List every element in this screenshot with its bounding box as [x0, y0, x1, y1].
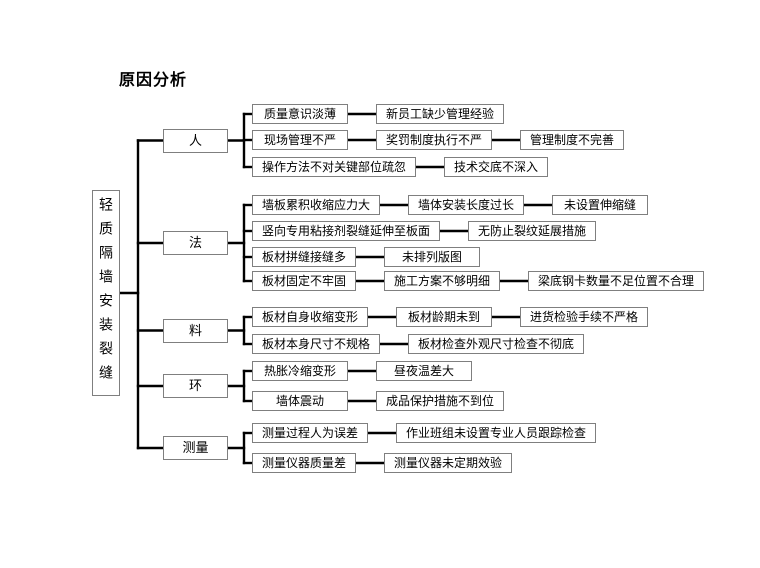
cause-node: 板材拼缝接缝多	[252, 247, 357, 267]
root-node-label: 轻质隔墙安装裂缝	[98, 197, 114, 389]
cause-node: 板材本身尺寸不规格	[252, 334, 381, 354]
cause-node: 墙体安装长度过长	[408, 195, 525, 215]
cause-node: 板材龄期未到	[396, 307, 492, 327]
category-node-person: 人	[163, 128, 228, 153]
category-node-measurement: 测量	[163, 436, 228, 460]
cause-node: 墙板累积收缩应力大	[252, 195, 381, 215]
cause-node: 热胀冷缩变形	[252, 361, 348, 381]
cause-node: 现场管理不严	[252, 130, 348, 150]
cause-node: 无防止裂纹延展措施	[468, 221, 597, 241]
cause-node: 昼夜温差大	[376, 361, 472, 381]
cause-node: 板材固定不牢固	[252, 271, 357, 291]
cause-node: 竖向专用粘接剂裂缝延伸至板面	[252, 221, 441, 241]
cause-node: 施工方案不够明细	[384, 271, 501, 291]
cause-node: 梁底钢卡数量不足位置不合理	[528, 271, 705, 291]
category-node-method: 法	[163, 231, 228, 255]
cause-node: 进货检验手续不严格	[520, 307, 649, 327]
cause-node: 新员工缺少管理经验	[376, 104, 505, 124]
diagram-title: 原因分析	[119, 72, 188, 89]
cause-node: 成品保护措施不到位	[376, 391, 505, 411]
cause-node: 未设置伸缩缝	[552, 195, 648, 215]
root-node: 轻质隔墙安装裂缝	[92, 190, 120, 396]
cause-node: 质量意识淡薄	[252, 104, 348, 124]
cause-node: 技术交底不深入	[444, 157, 549, 177]
category-node-material: 料	[163, 318, 228, 343]
cause-node: 板材检查外观尺寸检查不彻底	[408, 334, 585, 354]
cause-node: 奖罚制度执行不严	[376, 130, 493, 150]
cause-node: 测量仪器未定期效验	[384, 453, 513, 473]
cause-node: 板材自身收缩变形	[252, 307, 369, 327]
cause-node: 管理制度不完善	[520, 130, 625, 150]
cause-node: 未排列版图	[384, 247, 480, 267]
cause-node: 测量仪器质量差	[252, 453, 357, 473]
cause-node: 测量过程人为误差	[252, 423, 369, 443]
cause-node: 作业班组未设置专业人员跟踪检查	[396, 423, 597, 443]
cause-node: 操作方法不对关键部位疏忽	[252, 157, 417, 177]
cause-node: 墙体震动	[252, 391, 348, 411]
category-node-environment: 环	[163, 374, 228, 398]
